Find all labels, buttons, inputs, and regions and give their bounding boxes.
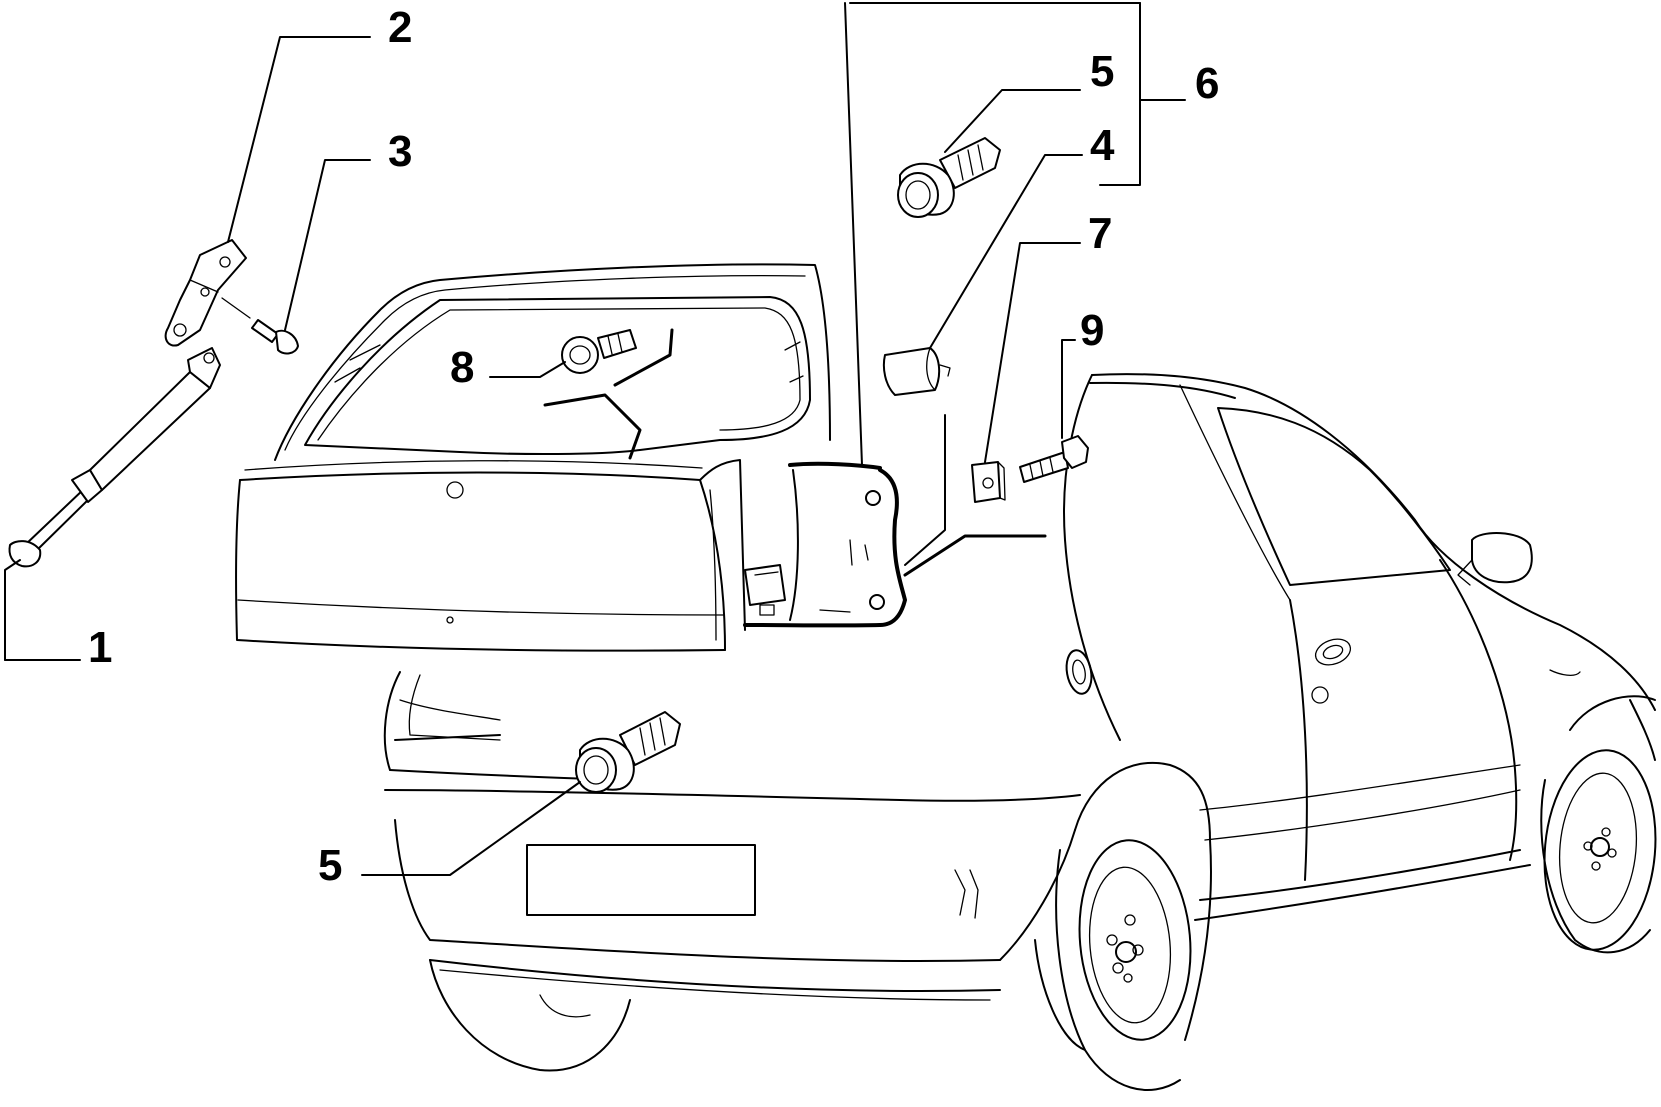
- part-3-screw: [221, 297, 299, 355]
- car-body: [383, 373, 1657, 1091]
- callout-4: 4: [1090, 121, 1115, 170]
- callout-8: 8: [450, 343, 474, 392]
- part-5-clip-bottom: [575, 711, 681, 793]
- part-1-gas-strut: [8, 347, 221, 568]
- callout-7: 7: [1088, 209, 1112, 258]
- callout-6: 6: [1195, 59, 1219, 108]
- callout-3: 3: [388, 127, 412, 176]
- part-4-cap: [882, 347, 951, 396]
- part-7-nut: [971, 461, 1006, 503]
- part-9-bolt: [1019, 435, 1089, 483]
- callout-2: 2: [388, 3, 412, 52]
- callout-labels: 1 2 3 4 5 5 6 7 8 9: [88, 3, 1219, 890]
- callout-5-bottom: 5: [318, 841, 342, 890]
- part-2-bracket: [164, 239, 247, 347]
- part-5-clip-top: [897, 137, 1001, 218]
- part-8-bump-stop: [561, 329, 637, 374]
- callout-1: 1: [88, 623, 112, 672]
- leader-lines: [4, 2, 1186, 876]
- tailgate-assembly: [235, 263, 907, 652]
- callout-5-top: 5: [1090, 47, 1114, 96]
- callout-9: 9: [1080, 306, 1104, 355]
